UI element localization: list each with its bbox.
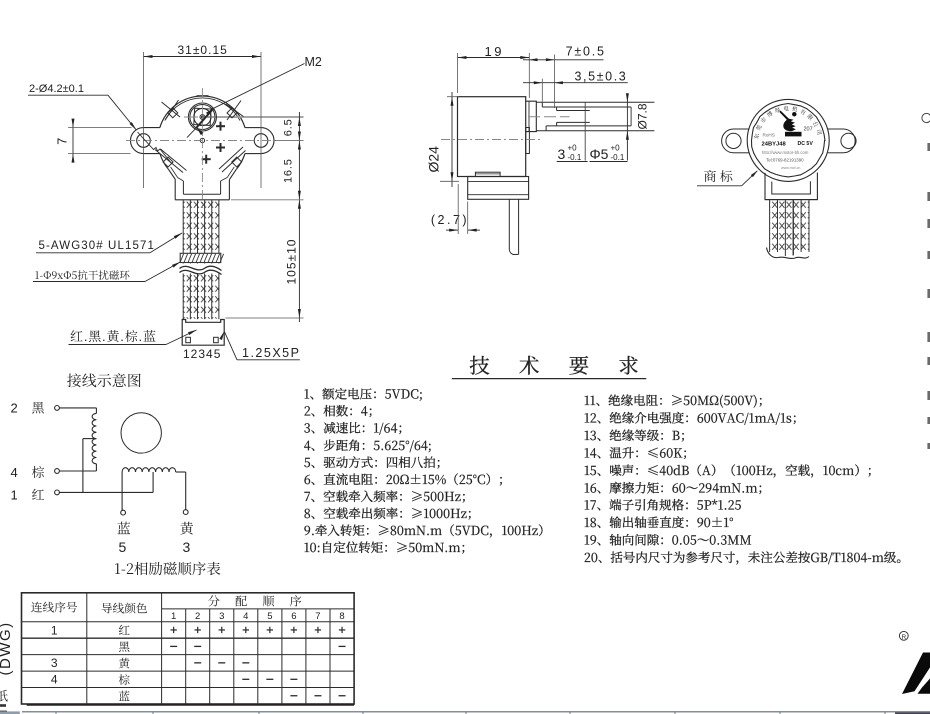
svg-text:8、空载牵出频率：≥1000Hz；: 8、空载牵出频率：≥1000Hz； (304, 504, 480, 522)
svg-text:3,5±0.3: 3,5±0.3 (575, 69, 628, 83)
svg-text:10:自定位转矩：≥50mN.m；: 10:自定位转矩：≥50mN.m； (304, 538, 473, 556)
svg-text:红.黑.黄.棕.蓝: 红.黑.黄.棕.蓝 (70, 326, 157, 345)
svg-text:黄: 黄 (118, 655, 131, 671)
svg-text:4: 4 (243, 611, 248, 622)
svg-text:接线示意图: 接线示意图 (67, 370, 142, 391)
svg-text:5-AWG30# UL1571: 5-AWG30# UL1571 (39, 240, 155, 252)
svg-text:分 配 顺 序: 分 配 顺 序 (208, 593, 308, 610)
svg-text:RoHS: RoHS (763, 133, 775, 138)
svg-text:19: 19 (485, 44, 504, 59)
svg-text:15、噪声：≤40dB（A）（100Hz，空载，10cm）；: 15、噪声：≤40dB（A）（100Hz，空载，10cm）； (584, 461, 879, 479)
svg-text:红: 红 (32, 485, 45, 504)
svg-text:1.25X5P: 1.25X5P (242, 346, 300, 360)
svg-text:Ø7.8: Ø7.8 (636, 103, 650, 129)
svg-text:蓝: 蓝 (117, 519, 131, 539)
svg-text:7、空载牵入频率：≥500Hz；: 7、空载牵入频率：≥500Hz； (304, 487, 474, 505)
svg-text:4: 4 (51, 673, 58, 687)
svg-text:19、轴向间隙：0.05～0.3MM: 19、轴向间隙：0.05～0.3MM (584, 531, 752, 549)
svg-text:DC 5V: DC 5V (798, 141, 814, 147)
svg-text:黄: 黄 (180, 519, 195, 539)
svg-text:蓝: 蓝 (118, 688, 130, 704)
svg-text:3、减速比：1/64；: 3、减速比：1/64； (304, 419, 410, 437)
svg-text:7: 7 (315, 611, 320, 622)
svg-text:12、绝缘介电强度：600VAC/1mA/1s；: 12、绝缘介电强度：600VAC/1mA/1s； (584, 408, 804, 426)
svg-text:5: 5 (119, 539, 127, 555)
svg-text:棕: 棕 (32, 462, 46, 481)
svg-text:16、摩擦力矩：60～294mN.m；: 16、摩擦力矩：60～294mN.m； (584, 478, 770, 496)
svg-text:18、输出轴垂直度：90±1°: 18、输出轴垂直度：90±1° (584, 513, 734, 531)
svg-text:8: 8 (339, 611, 344, 622)
svg-text:5、驱动方式：四相八拍；: 5、驱动方式：四相八拍； (304, 453, 448, 471)
svg-text:6.5: 6.5 (283, 118, 295, 136)
svg-text:3: 3 (219, 611, 224, 622)
svg-text:Ø24: Ø24 (426, 146, 442, 173)
svg-text:7±0.5: 7±0.5 (566, 45, 606, 59)
svg-text:连线序号: 连线序号 (31, 600, 78, 616)
svg-text:(2.7): (2.7) (431, 213, 469, 227)
svg-text:R: R (902, 634, 907, 641)
svg-text:1、额定电压：5VDC;: 1、额定电压：5VDC; (304, 385, 423, 403)
svg-text:4: 4 (11, 465, 18, 480)
svg-text:14、温升：≤60K；: 14、温升：≤60K； (584, 443, 695, 461)
svg-text:Tel:0769-82191390: Tel:0769-82191390 (766, 158, 804, 163)
svg-text:技术要求: 技术要求 (469, 349, 668, 379)
svg-text:31±0.15: 31±0.15 (178, 43, 228, 57)
svg-text:2: 2 (195, 611, 200, 622)
svg-text:13、绝缘等级：B；: 13、绝缘等级：B； (584, 426, 693, 444)
svg-text:17、端子引角规格：5P*1.25: 17、端子引角规格：5P*1.25 (584, 496, 742, 514)
svg-text:5: 5 (267, 611, 272, 622)
svg-text:棕: 棕 (118, 672, 130, 688)
svg-text:商 标: 商 标 (704, 166, 734, 185)
svg-text:3: 3 (51, 656, 58, 670)
svg-text:9.牵入转矩：≥80mN.m（5VDC，100Hz）: 9.牵入转矩：≥80mN.m（5VDC，100Hz） (304, 521, 551, 539)
svg-text:红: 红 (118, 623, 130, 639)
svg-text:黑: 黑 (118, 639, 130, 655)
svg-text:www.mot.cn: www.mot.cn (781, 166, 800, 170)
svg-text:3: 3 (558, 146, 566, 162)
svg-text:1: 1 (11, 488, 18, 503)
svg-text:+0: +0 (611, 144, 621, 153)
svg-text:24BYJ48: 24BYJ48 (762, 142, 787, 148)
svg-text:105±10: 105±10 (285, 239, 299, 285)
svg-text:4、步距角：5.625°/64;: 4、步距角：5.625°/64; (304, 436, 432, 454)
svg-text:纸: 纸 (0, 686, 8, 705)
svg-text:207: 207 (804, 127, 813, 133)
svg-text:11、绝缘电阻：≥50MΩ(500V)；: 11、绝缘电阻：≥50MΩ(500V)； (584, 391, 770, 409)
svg-text:Φ5: Φ5 (590, 146, 609, 162)
svg-text:3: 3 (183, 539, 191, 555)
svg-text:2: 2 (11, 401, 18, 416)
svg-text:12345: 12345 (183, 347, 221, 361)
svg-text:6、直流电阻：20Ω±15%（25°C）；: 6、直流电阻：20Ω±15%（25°C）； (304, 470, 511, 488)
svg-text:M2: M2 (305, 55, 322, 69)
svg-text:1: 1 (171, 611, 176, 622)
svg-text:导线颜色: 导线颜色 (101, 601, 148, 617)
svg-text:-0.1: -0.1 (611, 153, 625, 162)
svg-text:1: 1 (51, 623, 58, 637)
svg-text:6: 6 (291, 611, 296, 622)
svg-text:7: 7 (56, 138, 70, 145)
svg-text:(DWG): (DWG) (0, 621, 14, 675)
svg-text:1-Φ9xΦ5抗干扰磁环: 1-Φ9xΦ5抗干扰磁环 (35, 268, 131, 283)
svg-text:20、括号内尺寸为参考尺寸，未注公差按GB/T1804-m级: 20、括号内尺寸为参考尺寸，未注公差按GB/T1804-m级。 (584, 548, 909, 566)
svg-text:黑: 黑 (32, 398, 46, 417)
svg-text:2、相数：4；: 2、相数：4； (304, 402, 380, 420)
svg-text:htto://www.motor-bh.com: htto://www.motor-bh.com (762, 150, 809, 155)
svg-text:1-2相励磁顺序表: 1-2相励磁顺序表 (114, 558, 221, 579)
svg-text:2-Ø4.2±0.1: 2-Ø4.2±0.1 (29, 83, 84, 95)
svg-text:+0: +0 (568, 144, 578, 153)
svg-text:-0.1: -0.1 (568, 153, 582, 162)
svg-text:16.5: 16.5 (283, 158, 295, 183)
